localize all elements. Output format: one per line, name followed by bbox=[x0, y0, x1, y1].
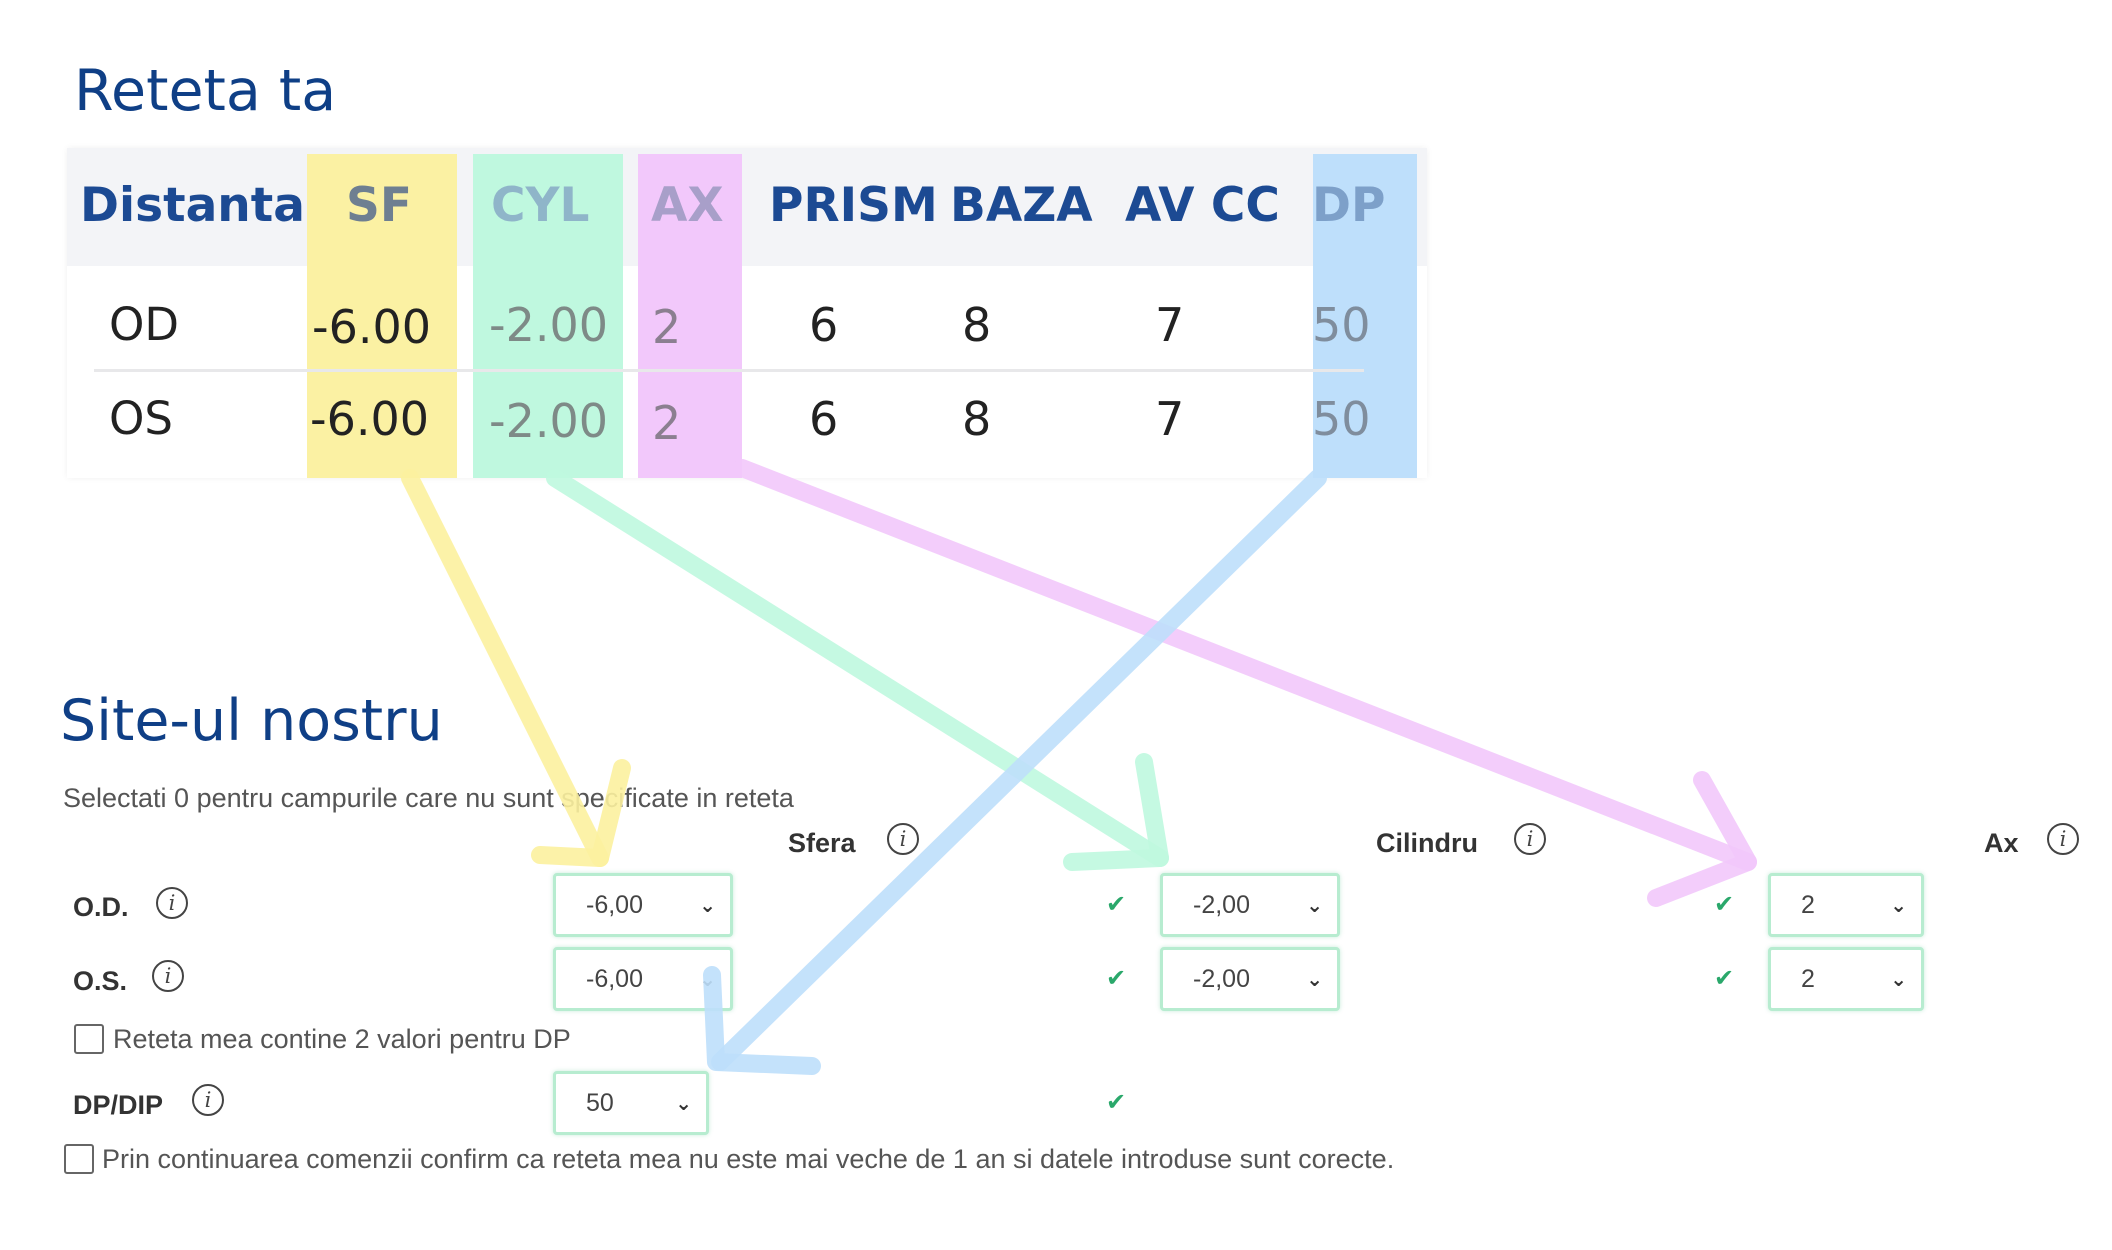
info-glyph: i bbox=[1526, 827, 1534, 851]
cyl-column-highlight bbox=[473, 154, 623, 478]
os-info-icon[interactable]: i bbox=[152, 960, 184, 992]
confirm-label: Prin continuarea comenzii confirm ca ret… bbox=[102, 1144, 1395, 1174]
od-sf-value: -6.00 bbox=[312, 300, 432, 354]
ax-arrow-icon bbox=[733, 459, 1757, 871]
od-sfera-select[interactable]: -6,00 ⌄ bbox=[553, 873, 733, 937]
od-cilindru-checkmark-icon: ✔ bbox=[1714, 890, 1735, 918]
header-distanta: Distanta bbox=[80, 178, 305, 233]
selected-value: 2 bbox=[1801, 890, 1815, 919]
dp-row-label: DP/DIP bbox=[73, 1090, 164, 1120]
od-avcc-value: 7 bbox=[1155, 298, 1185, 352]
selected-value: -2,00 bbox=[1193, 964, 1250, 993]
row-label-os: OS bbox=[109, 392, 173, 445]
chevron-down-icon: ⌄ bbox=[1890, 967, 1907, 991]
dp-two-values-checkbox[interactable] bbox=[74, 1024, 104, 1054]
selected-value: 2 bbox=[1801, 964, 1815, 993]
od-cyl-value: -2.00 bbox=[489, 298, 609, 352]
od-dp-value: 50 bbox=[1312, 298, 1371, 352]
info-glyph: i bbox=[2059, 827, 2067, 851]
od-baza-value: 8 bbox=[962, 298, 992, 352]
chevron-down-icon: ⌄ bbox=[1306, 893, 1323, 917]
instruction-note: Selectati 0 pentru campurile care nu sun… bbox=[63, 783, 794, 813]
selected-value: 50 bbox=[586, 1088, 614, 1117]
os-row-label: O.S. bbox=[73, 966, 128, 996]
sf-column-highlight bbox=[307, 154, 457, 478]
dp-two-values-label: Reteta mea contine 2 valori pentru DP bbox=[113, 1024, 571, 1054]
header-dp: DP bbox=[1312, 178, 1386, 233]
header-avcc: AV CC bbox=[1125, 178, 1280, 233]
sfera-column-title: Sfera bbox=[788, 828, 856, 858]
od-row-label: O.D. bbox=[73, 892, 129, 922]
info-glyph: i bbox=[164, 964, 172, 988]
os-sfera-select[interactable]: -6,00 ⌄ bbox=[553, 947, 733, 1011]
ax-arrowhead-icon bbox=[1647, 771, 1757, 907]
ax-column-highlight bbox=[638, 154, 742, 478]
dp-checkmark-icon: ✔ bbox=[1106, 1088, 1127, 1116]
os-baza-value: 8 bbox=[962, 392, 992, 446]
selected-value: -2,00 bbox=[1193, 890, 1250, 919]
selected-value: -6,00 bbox=[586, 964, 643, 993]
od-cilindru-select[interactable]: -2,00 ⌄ bbox=[1160, 873, 1340, 937]
os-ax-select[interactable]: 2 ⌄ bbox=[1768, 947, 1924, 1011]
header-prism: PRISM bbox=[769, 178, 938, 233]
os-cilindru-checkmark-icon: ✔ bbox=[1714, 964, 1735, 992]
info-glyph: i bbox=[899, 827, 907, 851]
od-sfera-checkmark-icon: ✔ bbox=[1106, 890, 1127, 918]
table-header-band bbox=[67, 148, 1427, 266]
selected-value: -6,00 bbox=[586, 890, 643, 919]
header-ax: AX bbox=[651, 178, 724, 233]
prescription-table: Distanta SF CYL AX PRISM BAZA AV CC DP O… bbox=[67, 148, 1427, 478]
od-ax-value: 2 bbox=[652, 300, 682, 354]
os-sf-value: -6.00 bbox=[310, 392, 430, 446]
confirm-checkbox[interactable] bbox=[64, 1144, 94, 1174]
header-cyl: CYL bbox=[491, 178, 590, 233]
chevron-down-icon: ⌄ bbox=[1890, 893, 1907, 917]
row-label-od: OD bbox=[109, 298, 180, 351]
sfera-info-icon[interactable]: i bbox=[887, 823, 919, 855]
od-info-icon[interactable]: i bbox=[156, 887, 188, 919]
os-ax-value: 2 bbox=[652, 396, 682, 450]
os-sfera-checkmark-icon: ✔ bbox=[1106, 964, 1127, 992]
dp-select[interactable]: 50 ⌄ bbox=[553, 1071, 709, 1135]
od-ax-select[interactable]: 2 ⌄ bbox=[1768, 873, 1924, 937]
header-baza: BAZA bbox=[950, 178, 1093, 233]
os-dp-value: 50 bbox=[1312, 392, 1371, 446]
dp-column-highlight bbox=[1313, 154, 1417, 478]
cyl-arrowhead-icon bbox=[1063, 753, 1169, 871]
chevron-down-icon: ⌄ bbox=[675, 1091, 692, 1115]
chevron-down-icon: ⌄ bbox=[1306, 967, 1323, 991]
header-sf: SF bbox=[346, 178, 412, 233]
chevron-down-icon: ⌄ bbox=[699, 967, 716, 991]
os-avcc-value: 7 bbox=[1155, 392, 1185, 446]
info-glyph: i bbox=[204, 1088, 212, 1112]
prescription-title: Reteta ta bbox=[74, 58, 337, 124]
os-cilindru-select[interactable]: -2,00 ⌄ bbox=[1160, 947, 1340, 1011]
cilindru-column-title: Cilindru bbox=[1376, 828, 1478, 858]
dp-info-icon[interactable]: i bbox=[192, 1084, 224, 1116]
od-prism-value: 6 bbox=[809, 298, 839, 352]
ax-column-title: Ax bbox=[1984, 828, 2019, 858]
row-divider bbox=[94, 369, 1364, 372]
chevron-down-icon: ⌄ bbox=[699, 893, 716, 917]
os-prism-value: 6 bbox=[809, 392, 839, 446]
cilindru-info-icon[interactable]: i bbox=[1514, 823, 1546, 855]
info-glyph: i bbox=[168, 891, 176, 915]
site-title: Site-ul nostru bbox=[60, 688, 443, 754]
ax-info-icon[interactable]: i bbox=[2047, 823, 2079, 855]
os-cyl-value: -2.00 bbox=[489, 394, 609, 448]
